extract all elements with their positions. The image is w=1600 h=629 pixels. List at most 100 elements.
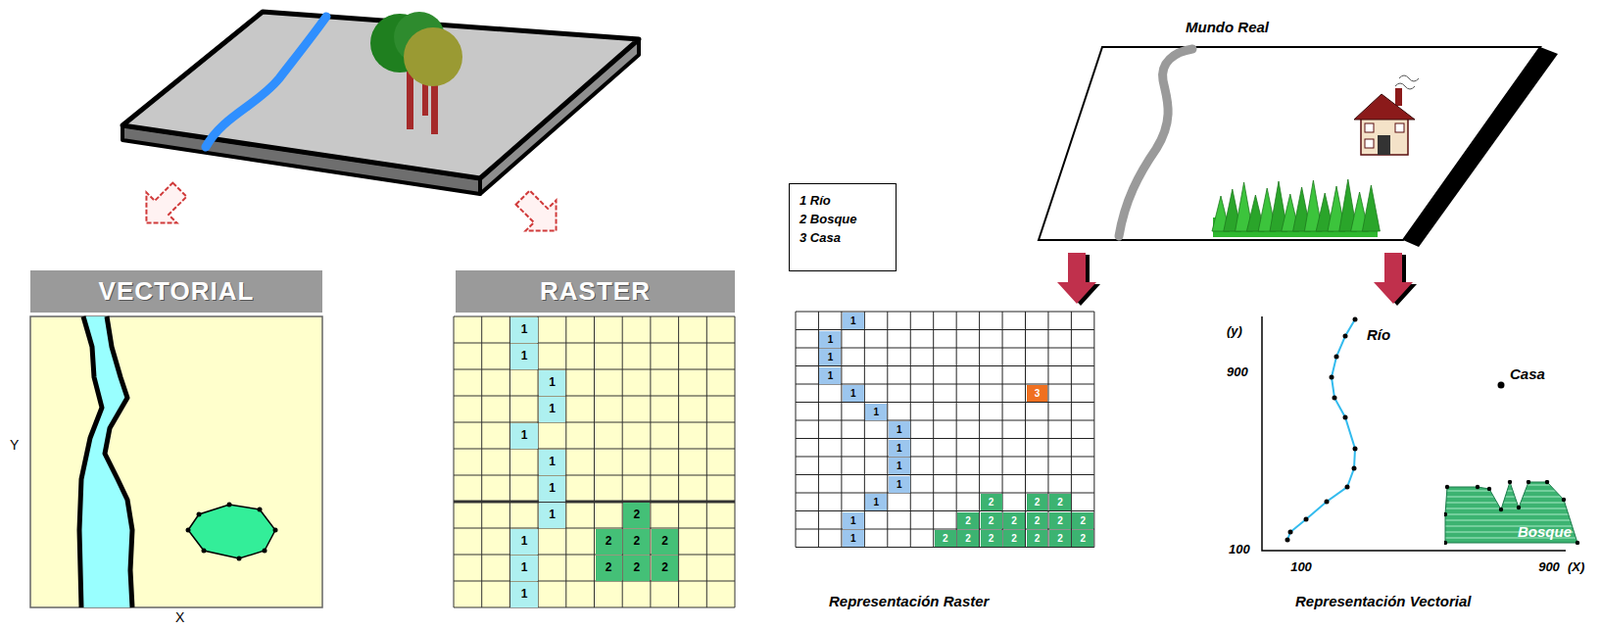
raster-cell: 2 [980,530,1003,547]
vector-panel [79,316,133,608]
raster-cell: 1 [842,312,865,330]
raster-panel [453,316,735,608]
house-icon [1377,135,1391,155]
raster-cell: 1 [865,403,887,421]
grid-line [678,316,679,608]
node-text: 3 Casa [799,229,841,248]
terrain-slab [122,11,639,179]
raster-cell: 2 [1026,493,1049,511]
axis-label: (X) [1567,559,1585,575]
raster-cell: 1 [819,367,841,385]
grid-line [453,581,735,582]
vertex-dot [1334,354,1340,360]
raster-cell: 2 [980,493,1003,511]
vector-panel [227,502,233,508]
house-icon [1395,75,1419,90]
raster-cell: 1 [888,476,911,493]
vector-plot [1285,317,1358,543]
vector-panel [257,507,263,513]
axis-label: 100 [1290,559,1312,575]
caption-text: Representación Raster [828,592,989,610]
raster-cell: 1 [842,385,865,402]
vector-panel [196,512,202,518]
raster-cell: 2 [1026,530,1049,547]
vector-panel [186,528,192,534]
node-text: 1 Río [799,192,831,211]
node-text: Bosque [1517,523,1572,540]
grid-line [453,500,735,504]
raster-cell: 1 [510,317,537,343]
raster-cell: 1 [510,423,537,449]
vector-panel [237,556,243,562]
raster-cell: 1 [510,555,537,582]
raster-cell: 2 [957,512,979,530]
raster-cell: 2 [595,529,623,555]
grid-line [453,554,735,556]
raster-cell: 3 [1026,385,1049,402]
raster-cell: 1 [538,396,566,423]
transform-arrow [131,174,572,246]
grid-line [795,311,797,548]
grid-line [734,316,736,608]
node-text: 2 Bosque [799,210,858,230]
raster-grid [453,316,735,608]
vertex-dot [1545,480,1550,485]
node-text: RASTER [539,276,651,307]
raster-cell: 1 [819,331,841,348]
house-icon [1364,139,1374,148]
house-icon [1354,75,1419,155]
grid-line [932,311,934,548]
polygon-shape [1445,482,1578,543]
grid-line [453,528,735,530]
terrain-slab [122,11,639,194]
axis-label: 100 [1228,541,1251,557]
raster-cell: 2 [623,502,650,529]
grid-line [864,311,866,548]
grid-line [453,342,735,344]
raster-cell: 2 [934,530,957,547]
vector-plot [1498,382,1505,389]
grid-line [453,395,735,397]
raster-cell: 1 [510,581,537,608]
real-world-plane [1038,47,1558,247]
vertex-dot [1561,497,1566,502]
house-icon [1395,123,1405,133]
raster-cell: 2 [1049,493,1071,511]
grid-line [453,369,735,371]
grid-line [795,420,1095,422]
raster-cell: 1 [819,348,841,366]
vertex-dot [1487,486,1492,491]
raster-cell: 2 [1003,530,1025,547]
grid-line [795,311,1095,313]
vertex-dot [1444,540,1448,545]
axis-label: (y) [1226,323,1243,339]
axis-label: X [175,609,185,626]
tree-shape [1361,185,1380,232]
vertex-dot [1343,334,1349,340]
raster-cell: 1 [510,529,537,555]
grid-line [910,311,912,548]
vertex-dot [1343,415,1349,421]
title-banner: RASTER [455,270,735,313]
grid-line [795,384,1095,386]
transform-arrow [1373,252,1413,304]
grid-line [453,448,735,450]
grid-line [795,474,1095,476]
feature-label: Casa [1509,365,1546,383]
vector-panel [201,548,207,554]
raster-cell: 2 [651,529,679,555]
raster-cell: 2 [1026,512,1049,530]
house-icon [1354,94,1415,120]
vertex-dot [1332,395,1338,401]
vertex-dot [1516,505,1521,510]
vector-plot [1287,319,1356,540]
vector-panel [262,548,268,554]
vertex-dot [1526,480,1531,485]
vertex-dot [1575,540,1580,545]
vertex-dot [1304,517,1310,523]
raster-cell: 1 [842,512,865,530]
grid-line [481,316,483,608]
